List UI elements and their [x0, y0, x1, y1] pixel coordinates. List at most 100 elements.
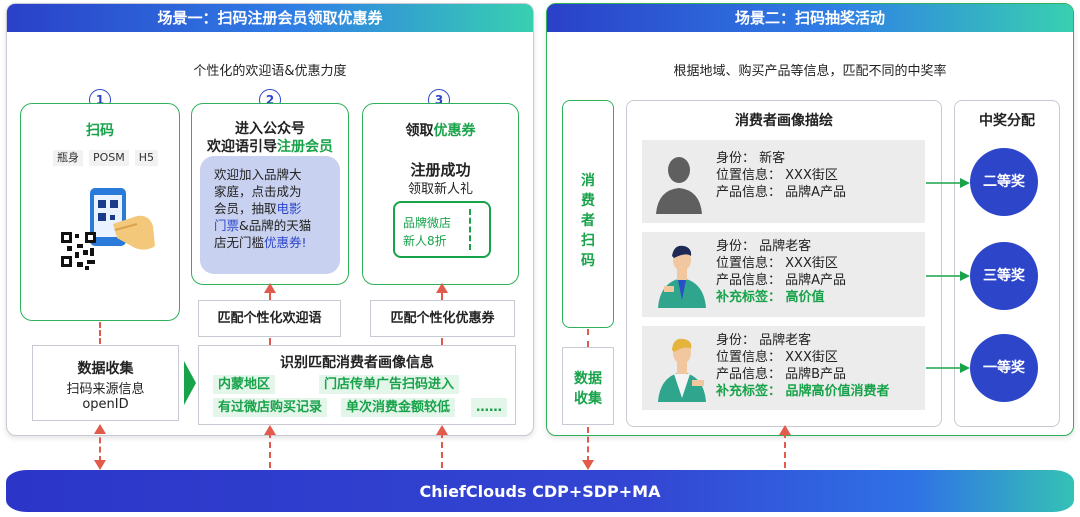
persona-loyal-brand-value: 身份： 品牌老客 位置信息： XXX街区 产品信息： 品牌B产品 补充标签： 品…	[642, 326, 925, 410]
scan-char: 消	[581, 173, 595, 189]
arrow-up-icon	[264, 425, 276, 435]
bubble-line-3: 会员，抽取电影	[214, 201, 302, 216]
match-coupon-box: 匹配个性化优惠券	[370, 300, 515, 337]
bubble-line-2: 家庭，点击成为	[214, 184, 302, 199]
man-checking-watch-icon	[658, 338, 706, 402]
platform-bar: ChiefClouds CDP+SDP+MA	[6, 470, 1074, 512]
coupon-title-highlight: 优惠券	[433, 123, 476, 139]
prize-first: 一等奖	[970, 334, 1038, 402]
persona-new-customer: 身份： 新客 位置信息： XXX街区 产品信息： 品牌A产品	[642, 140, 925, 223]
man-checking-watch-icon	[658, 245, 706, 308]
scan-card: 扫码 瓶身 POSM H5	[20, 103, 180, 321]
consumer-scan-label: 消 费 者 扫 码	[562, 100, 614, 328]
prize-allocation-panel: 中奖分配	[954, 100, 1060, 427]
coupon-card: 领取优惠券 注册成功 领取新人礼 品牌微店 新人8折	[362, 103, 519, 285]
data-collect-line1: 扫码来源信息	[66, 382, 145, 397]
persona-location: 位置信息： XXX街区	[716, 256, 838, 271]
persona-lines: 身份： 品牌老客 位置信息： XXX街区 产品信息： 品牌B产品 补充标签： 品…	[716, 332, 890, 400]
persona-extra-tag: 补充标签： 品牌高价值消费者	[716, 384, 890, 399]
scenario-two-title: 场景二：扫码抽奖活动	[547, 4, 1073, 32]
data-collect-right-box: 数据 收集	[562, 347, 614, 425]
persona-identity: 身份： 新客	[716, 151, 786, 166]
new-member-gift-text: 领取新人礼	[407, 182, 473, 197]
scan-char: 扫	[581, 233, 595, 249]
arrow-right-icon	[926, 363, 970, 373]
consumer-profile-title: 消费者画像描绘	[735, 113, 833, 129]
scan-char: 费	[581, 193, 595, 209]
prize-second: 二等奖	[970, 148, 1038, 216]
chip-h5: H5	[134, 150, 159, 166]
arrow-right-icon	[184, 361, 196, 405]
persona-lines: 身份： 新客 位置信息： XXX街区 产品信息： 品牌A产品	[716, 150, 846, 201]
chip-bottle: 瓶身	[53, 150, 83, 166]
identify-title: 识别匹配消费者画像信息	[280, 355, 434, 371]
persona-location: 位置信息： XXX街区	[716, 350, 838, 365]
arrow-up-icon	[436, 283, 448, 293]
scan-char: 码	[581, 253, 595, 269]
persona-location: 位置信息： XXX街区	[716, 168, 838, 183]
coupon-ticket: 品牌微店 新人8折	[393, 201, 491, 258]
persona-product: 产品信息： 品牌B产品	[716, 367, 847, 382]
arrow-up-icon	[94, 424, 106, 434]
dashed-connector	[269, 338, 271, 345]
persona-loyal-high-value: 身份： 品牌老客 位置信息： XXX街区 产品信息： 品牌A产品 补充标签： 高…	[642, 232, 925, 317]
arrow-down-icon	[582, 460, 594, 470]
data-collect-right-line1: 数据	[574, 371, 602, 387]
prize-third: 三等奖	[970, 242, 1038, 310]
tag-region: 内蒙地区	[213, 375, 276, 394]
tag-more: ……	[471, 398, 507, 417]
dashed-connector	[99, 322, 101, 344]
bubble-line-4: 门票&品牌的天猫	[214, 218, 312, 233]
persona-product: 产品信息： 品牌A产品	[716, 185, 847, 200]
register-success-text: 注册成功	[410, 161, 471, 179]
scan-card-title: 扫码	[86, 123, 114, 139]
dashed-connector	[269, 290, 271, 300]
arrow-right-icon	[926, 271, 970, 281]
tag-low-spend: 单次消费金额较低	[341, 398, 456, 417]
bubble-line-5: 店无门槛优惠券!	[214, 235, 307, 250]
identify-profile-box: 识别匹配消费者画像信息 内蒙地区 门店传单广告扫码进入 有过微店购买记录 单次消…	[198, 345, 516, 425]
prize-allocation-title: 中奖分配	[979, 113, 1035, 129]
bubble-line-1: 欢迎加入品牌大	[214, 167, 302, 182]
consumer-profile-panel: 消费者画像描绘	[626, 100, 942, 427]
coupon-ticket-divider	[469, 209, 471, 250]
phone-scan-qr-icon	[61, 188, 155, 270]
scenario-two-subtitle: 根据地域、购买产品等信息，匹配不同的中奖率	[673, 64, 947, 79]
data-collect-title: 数据收集	[77, 361, 134, 377]
coupon-line-1: 品牌微店	[403, 216, 452, 230]
person-silhouette-icon	[656, 157, 702, 214]
persona-product: 产品信息： 品牌A产品	[716, 273, 847, 288]
dashed-connector	[441, 338, 443, 345]
dashed-connector	[441, 432, 443, 468]
dashed-connector	[587, 329, 589, 347]
dashed-connector	[99, 428, 101, 462]
welcome-message-bubble: 欢迎加入品牌大 家庭，点击成为 会员，抽取电影 门票&品牌的天猫 店无门槛优惠券…	[200, 156, 340, 274]
title-highlight: 注册会员	[277, 139, 333, 155]
scenario-one-subtitle: 个性化的欢迎语&优惠力度	[193, 64, 347, 79]
official-account-card: 进入公众号 欢迎语引导注册会员 欢迎加入品牌大 家庭，点击成为 会员，抽取电影 …	[191, 103, 349, 285]
data-collect-right-line2: 收集	[574, 391, 602, 407]
arrow-right-icon	[926, 178, 970, 188]
dashed-connector	[269, 432, 271, 468]
arrow-up-icon	[779, 425, 791, 435]
dashed-connector	[587, 427, 589, 462]
scan-channel-chips: 瓶身 POSM H5	[53, 150, 159, 166]
arrow-down-icon	[94, 460, 106, 470]
official-account-title-line1: 进入公众号	[235, 121, 305, 137]
official-account-title-line2: 欢迎语引导注册会员	[192, 136, 348, 156]
tag-flyer-scan: 门店传单广告扫码进入	[319, 375, 460, 394]
persona-lines: 身份： 品牌老客 位置信息： XXX街区 产品信息： 品牌A产品 补充标签： 高…	[716, 238, 846, 306]
persona-identity: 身份： 品牌老客	[716, 239, 812, 254]
chip-posm: POSM	[89, 150, 129, 166]
coupon-line-2: 新人8折	[403, 234, 447, 248]
scan-char: 者	[581, 213, 595, 229]
consumer-scan-text: 消 费 者 扫 码	[563, 171, 613, 271]
arrow-up-icon	[264, 283, 276, 293]
dashed-connector	[784, 432, 786, 468]
scenario-one-title: 场景一：扫码注册会员领取优惠券	[7, 4, 533, 32]
data-collect-line2: openID	[82, 397, 129, 412]
coupon-title-prefix: 领取	[405, 123, 434, 139]
data-collect-box: 数据收集 扫码来源信息 openID	[32, 345, 179, 421]
title-prefix: 欢迎语引导	[207, 139, 277, 155]
dashed-connector	[441, 290, 443, 300]
